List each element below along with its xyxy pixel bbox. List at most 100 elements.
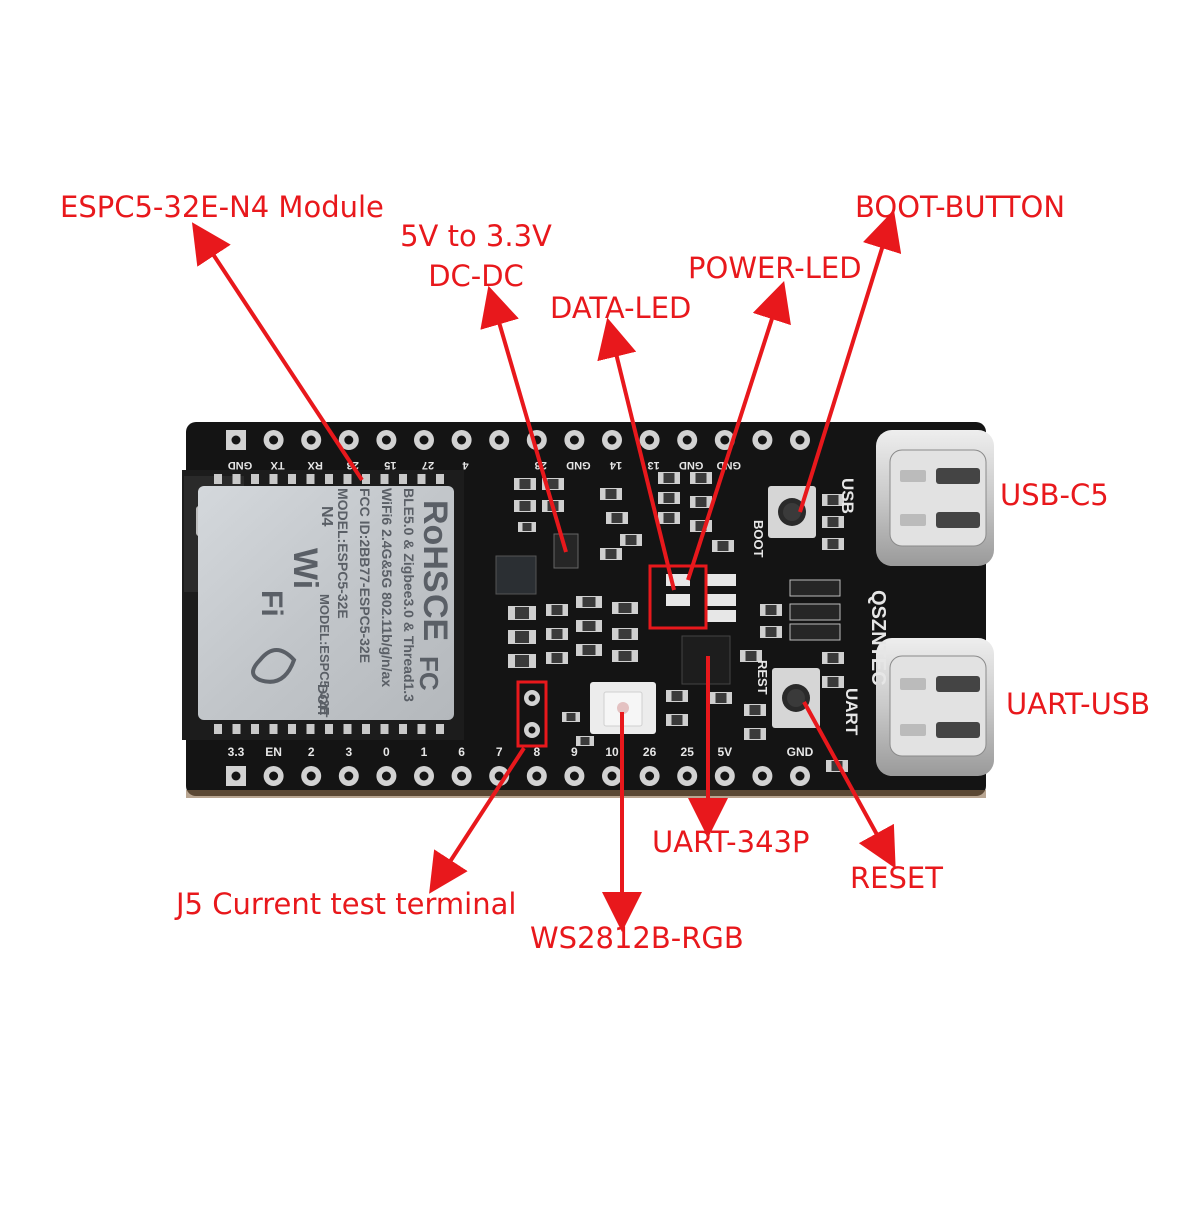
module-pad xyxy=(380,474,389,484)
arrow-module xyxy=(191,222,364,482)
smd-component-body xyxy=(611,513,623,523)
smd-component-body xyxy=(671,691,683,701)
pin-label-bottom: 6 xyxy=(458,745,465,759)
module-shield xyxy=(198,486,454,720)
module-text: Wi Fi N4 MODEL:ESPC5-32E RoHS CE BLE5.0 … xyxy=(251,488,454,718)
smd-component-body xyxy=(618,651,632,661)
smd-component-body xyxy=(827,653,839,663)
header-pin-hole xyxy=(457,771,467,781)
pin-label-bottom: 3 xyxy=(345,745,352,759)
label-uart-usb: UART-USB xyxy=(1006,687,1151,721)
module-pad xyxy=(269,474,278,484)
module-brand: DOIT xyxy=(315,684,331,718)
module-pad xyxy=(436,474,444,484)
pin-label-top: GND xyxy=(228,459,253,471)
callout-arrows xyxy=(191,209,902,932)
header-pin-hole xyxy=(231,435,241,445)
cert-fc: FC xyxy=(414,656,444,691)
label-uart-343p: UART-343P xyxy=(652,825,810,859)
module-pad xyxy=(399,474,407,484)
header-pin-hole xyxy=(720,435,730,445)
pin-label-top: GND xyxy=(679,459,704,471)
pin-label-bottom: GND xyxy=(787,745,814,759)
header-pin-hole xyxy=(269,435,279,445)
smd-component-body xyxy=(827,677,839,687)
module-ble-line: BLE5.0 & Zigbee3.0 & Thread1.3 xyxy=(401,488,417,702)
smd-component-body xyxy=(695,521,707,531)
pin-label-bottom: 8 xyxy=(533,745,540,759)
module-small-model: MODEL:ESPC5-32E xyxy=(317,594,332,716)
module-pad xyxy=(362,474,370,484)
module-pad xyxy=(232,474,241,484)
header-pin-hole xyxy=(494,771,504,781)
pin-label-top: 27 xyxy=(422,459,434,471)
pin-label-top: GND xyxy=(717,459,742,471)
boot-silkscreen: BOOT xyxy=(751,520,766,558)
header-pin-hole xyxy=(306,771,316,781)
smd-component-body xyxy=(663,473,675,483)
smd-component-body xyxy=(519,479,531,489)
dcdc-area xyxy=(495,533,579,595)
label-module: ESPC5-32E-N4 Module xyxy=(60,190,384,224)
cert-ce: CE xyxy=(416,594,454,641)
module-pad xyxy=(288,474,296,484)
module-pad xyxy=(232,724,241,734)
header-pin-hole xyxy=(569,435,579,445)
label-dcdc-line2: DC-DC xyxy=(428,259,524,293)
module-pad xyxy=(214,724,222,734)
header-pin-hole xyxy=(795,771,805,781)
arrow-dcdc xyxy=(480,285,568,553)
boot-button[interactable] xyxy=(768,486,816,538)
pin-label-bottom: 0 xyxy=(383,745,390,759)
smd-component-body xyxy=(765,605,777,615)
smd-component-body xyxy=(695,473,707,483)
smd-component-body xyxy=(625,535,637,545)
reset-silkscreen: REST xyxy=(755,660,770,695)
pin-label-top: GND xyxy=(566,459,591,471)
smd-component-body xyxy=(695,497,707,507)
arrow-data-led xyxy=(597,317,676,591)
wifi-logo-right: Fi xyxy=(255,590,288,617)
label-data-led: DATA-LED xyxy=(550,291,692,325)
label-j5: J5 Current test terminal xyxy=(176,887,517,921)
pin-label-bottom: 7 xyxy=(496,745,503,759)
header-pin-hole xyxy=(231,771,241,781)
wifi-logo-left: Wi xyxy=(286,548,324,589)
smd-component-body xyxy=(551,605,563,615)
smd-component-body xyxy=(551,653,563,663)
label-boot-button: BOOT-BUTTON xyxy=(855,190,1066,224)
esp-module xyxy=(182,470,464,740)
pin-label-bottom: 10 xyxy=(605,745,619,759)
module-pad xyxy=(417,724,426,734)
smd-component-body xyxy=(618,603,632,613)
pin-label-top: 15 xyxy=(384,459,396,471)
pin-label-bottom: 2 xyxy=(308,745,315,759)
module-pad xyxy=(306,724,315,734)
header-pin-hole xyxy=(757,435,767,445)
module-pad xyxy=(380,724,389,734)
arrow-boot xyxy=(798,209,902,513)
module-pad xyxy=(436,724,444,734)
header-pin-hole xyxy=(795,435,805,445)
module-pad xyxy=(343,724,352,734)
protection-diodes xyxy=(789,579,841,641)
module-pad xyxy=(362,724,370,734)
pin-label-bottom: 26 xyxy=(643,745,657,759)
uart-usb-connector xyxy=(876,638,994,776)
pin-label-bottom: 3.3 xyxy=(228,745,245,759)
module-variant: N4 xyxy=(318,506,335,527)
doit-logo xyxy=(251,648,297,684)
smd-component-body xyxy=(522,523,532,531)
header-pin-hole xyxy=(532,771,542,781)
module-pad xyxy=(399,724,407,734)
pin-label-top: 4 xyxy=(462,459,469,471)
label-dcdc: 5V to 3.3V DC-DC xyxy=(396,218,556,294)
pin-label-bottom: 1 xyxy=(421,745,428,759)
header-pin-hole xyxy=(645,435,655,445)
module-pad xyxy=(306,474,315,484)
smd-component-body xyxy=(715,693,727,703)
smd-component-body xyxy=(671,715,683,725)
header-pin-hole xyxy=(645,771,655,781)
